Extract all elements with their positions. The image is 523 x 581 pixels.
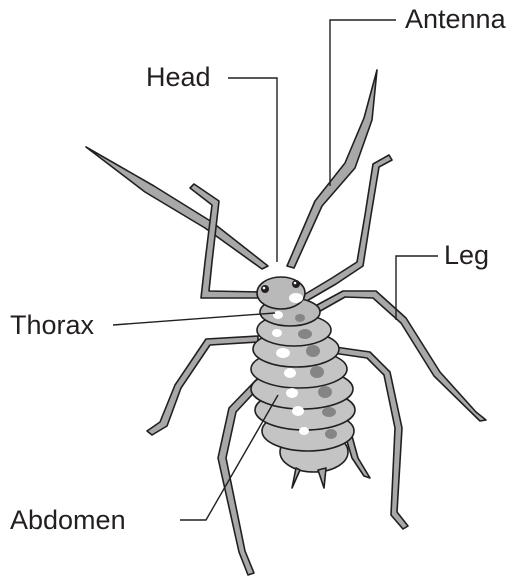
left-antenna [86,147,268,269]
abdomen-label: Abdomen [10,507,126,534]
left-middle-leg [147,336,258,435]
antenna-label: Antenna [405,6,506,33]
head-label: Head [146,64,211,91]
thorax-label: Thorax [10,312,94,339]
right-rear-leg [346,436,370,478]
head-leader [228,78,277,262]
leg-leader [396,256,438,320]
thorax-leader [113,313,275,325]
leg-label: Leg [444,242,489,269]
